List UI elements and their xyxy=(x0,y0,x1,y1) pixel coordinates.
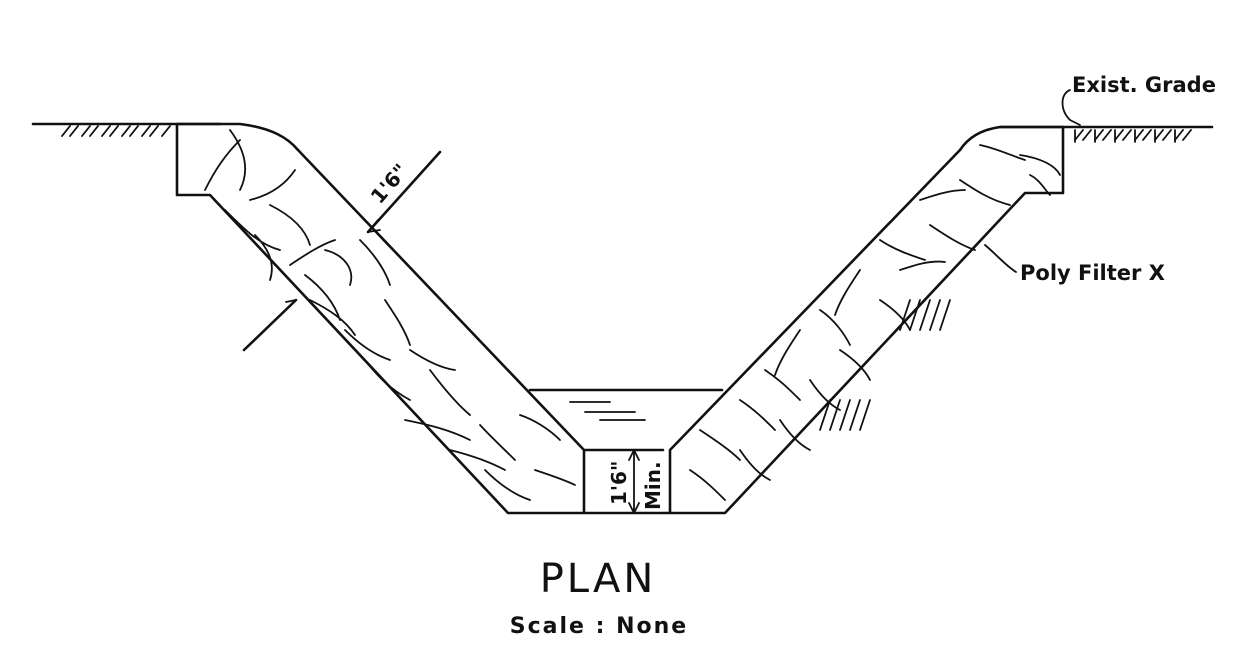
filter-fabric-hatching xyxy=(819,299,951,431)
bottom-thickness-dimension: 1'6" Min. xyxy=(607,449,665,514)
existing-grade-callout: Exist. Grade xyxy=(1061,73,1216,126)
bottom-min-label: Min. xyxy=(641,461,665,510)
existing-grade-label: Exist. Grade xyxy=(1072,73,1216,97)
filter-callout: Poly Filter X xyxy=(984,244,1165,285)
ground-hatching xyxy=(61,125,1192,143)
drawing-scale: Scale : None xyxy=(510,614,688,639)
water-surface xyxy=(528,388,724,421)
filter-label: Poly Filter X xyxy=(1020,261,1165,285)
drawing-title: PLAN xyxy=(540,556,657,602)
riprap-lining xyxy=(175,122,1065,515)
slope-thickness-label: 1'6" xyxy=(366,159,413,208)
bottom-thickness-label: 1'6" xyxy=(607,461,631,505)
